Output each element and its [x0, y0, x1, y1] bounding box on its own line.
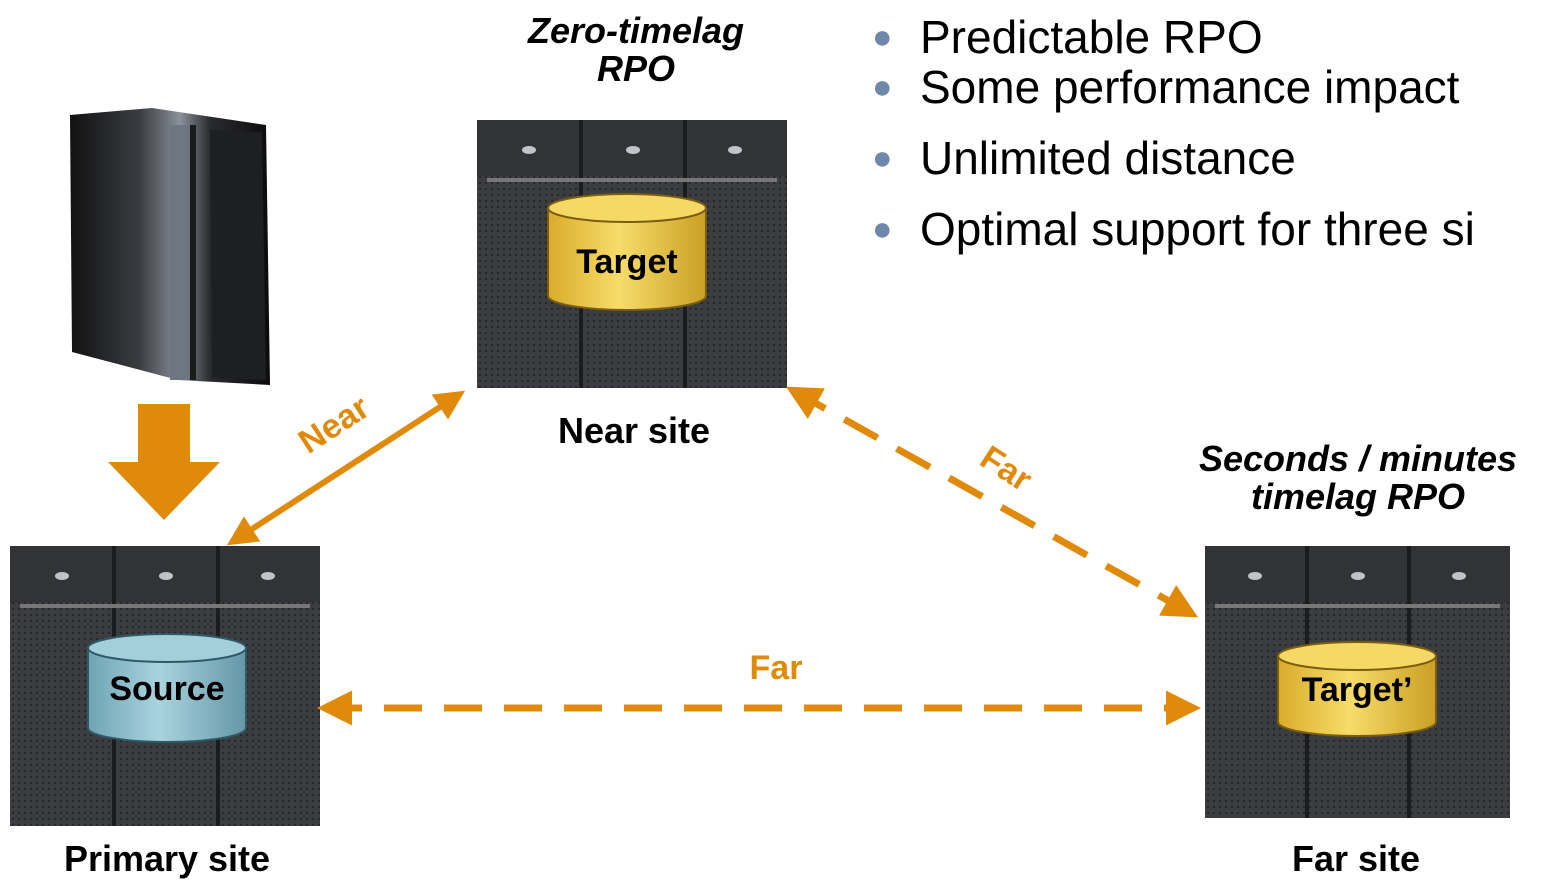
bullet-dot-icon: ● — [872, 210, 893, 248]
primary-storage-cabinet — [10, 546, 320, 826]
near-rpo-label: Zero-timelag RPO — [486, 12, 786, 88]
benefits-list: ● Predictable RPO ● Some performance impac… — [872, 8, 1475, 258]
bullet-dot-icon: ● — [872, 139, 893, 177]
primary-source-volume — [87, 633, 247, 743]
benefit-text: Unlimited distance — [920, 132, 1296, 184]
down-arrow — [108, 404, 220, 520]
far-volume-label: Target’ — [1302, 671, 1413, 709]
mainframe-server-image — [70, 108, 270, 385]
benefit-text: Predictable RPO — [920, 11, 1263, 63]
near-link-label: Near — [292, 388, 376, 461]
primary-site-label: Primary site — [63, 838, 271, 879]
benefit-item: ● Optimal support for three si — [872, 200, 1475, 258]
far-diagonal-link-arrow — [785, 386, 1199, 618]
near-rpo-line2: RPO — [596, 48, 675, 89]
benefit-text: Optimal support for three si — [920, 203, 1475, 255]
benefit-item: ● Predictable RPO — [872, 8, 1475, 63]
far-rpo-line1: Seconds / minutes — [1198, 438, 1518, 479]
near-volume-label: Target — [576, 243, 677, 281]
far-site-label: Far site — [1291, 838, 1421, 879]
primary-volume-label: Source — [109, 670, 224, 708]
benefit-item: ● Some performance impact — [872, 58, 1475, 129]
benefit-item: ● Unlimited distance — [872, 129, 1475, 200]
far-rpo-label: Seconds / minutes timelag RPO — [1160, 440, 1556, 516]
bullet-dot-icon: ● — [872, 18, 893, 56]
near-rpo-line1: Zero-timelag — [527, 10, 745, 51]
near-target-volume — [547, 193, 707, 311]
near-link-arrow — [226, 390, 466, 546]
far-horizontal-link-label: Far — [750, 649, 803, 687]
far-diagonal-link-label: Far — [973, 438, 1038, 499]
near-site-label: Near site — [557, 410, 711, 451]
far-target-volume — [1277, 641, 1437, 737]
bullet-dot-icon: ● — [872, 68, 893, 106]
far-rpo-line2: timelag RPO — [1250, 476, 1466, 517]
benefit-text: Some performance impact — [920, 61, 1460, 113]
